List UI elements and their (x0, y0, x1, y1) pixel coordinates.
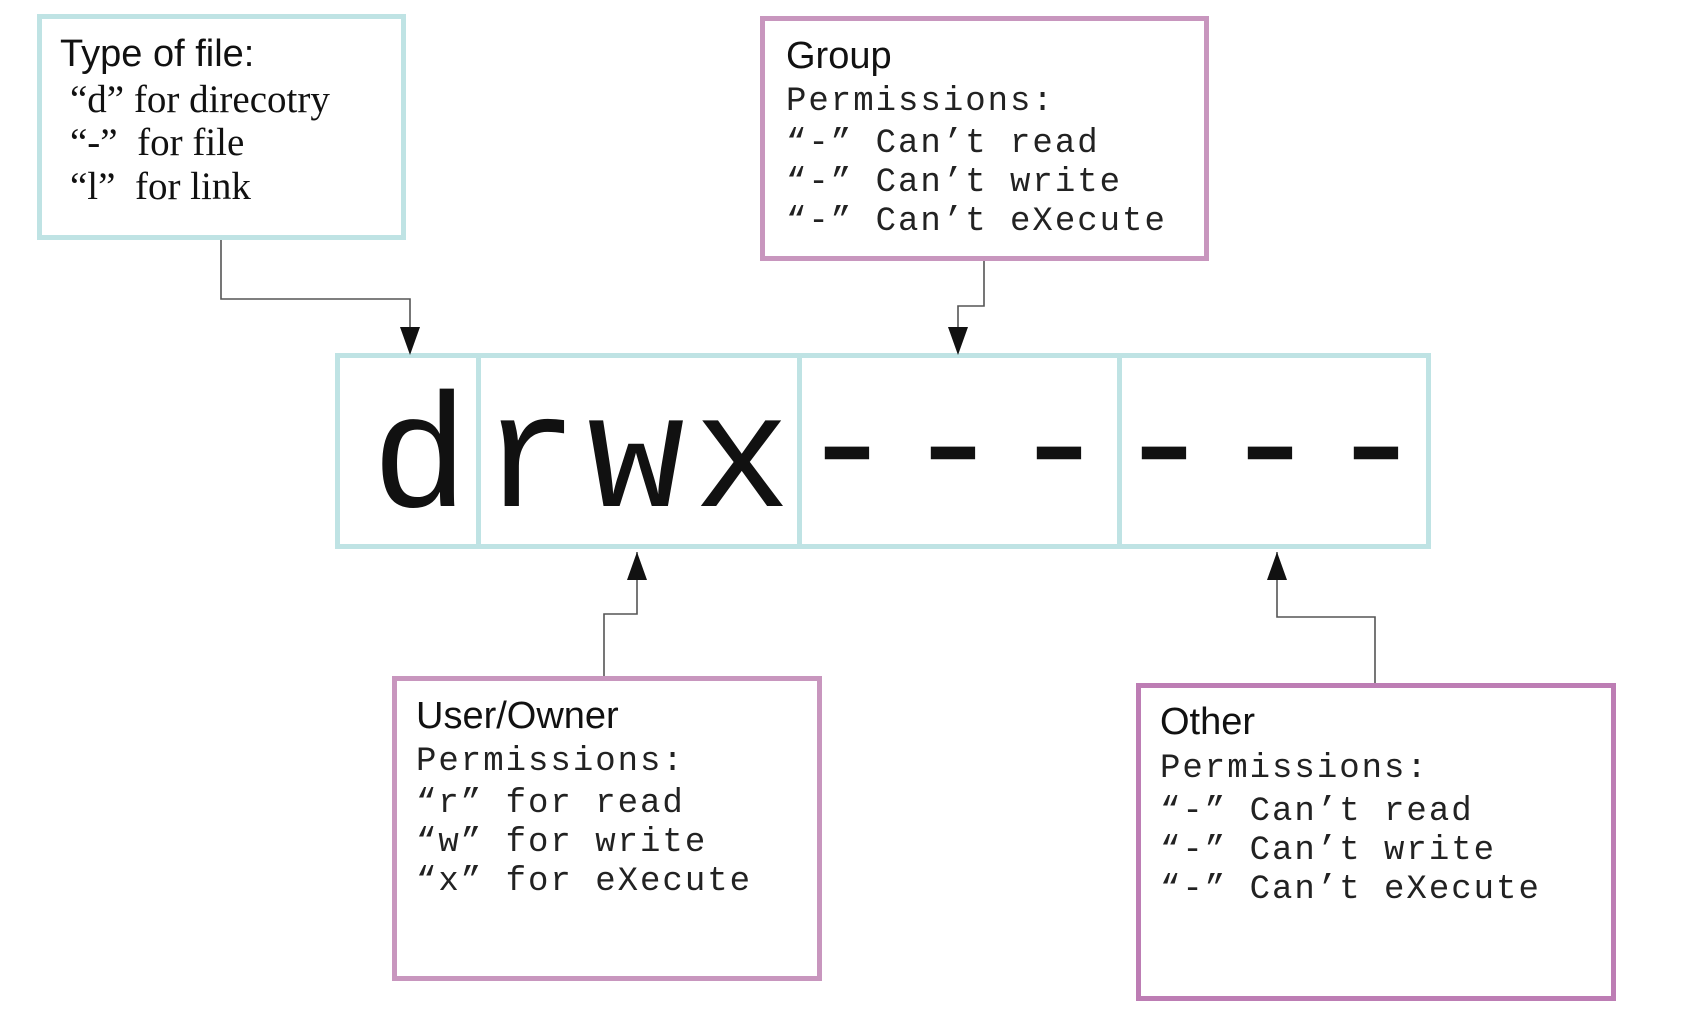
divider-group-other (1117, 358, 1122, 544)
permission-char-7: - (1115, 361, 1213, 545)
arrow-user-to-strip (603, 552, 638, 676)
other-line-execute: “-” Can’t eXecute (1160, 871, 1541, 909)
user-subtitle: Permissions: (416, 743, 685, 781)
user-permissions-box (392, 676, 822, 981)
file-type-box (37, 14, 406, 240)
file-type-title: Type of file: (60, 33, 255, 75)
group-title: Group (786, 35, 892, 77)
permission-char-4: - (798, 361, 896, 545)
user-line-read: “r” for read (416, 785, 685, 823)
group-subtitle: Permissions: (786, 83, 1055, 121)
permission-char-3: x (693, 371, 791, 555)
file-type-line-link: “l” for link (70, 165, 251, 208)
other-title: Other (1160, 701, 1256, 743)
arrowhead-other (1267, 552, 1287, 580)
arrow-other-to-strip (1276, 552, 1376, 683)
arrowhead-group (948, 327, 968, 355)
arrow-type-to-d (220, 240, 411, 352)
arrowhead-type (400, 327, 420, 355)
permission-char-1: r (481, 371, 579, 555)
other-subtitle: Permissions: (1160, 750, 1429, 788)
permission-string-strip (335, 353, 1431, 549)
user-title: User/Owner (416, 695, 619, 737)
user-line-write: “w” for write (416, 824, 708, 862)
file-type-line-directory: “d” for direcotry (70, 78, 330, 121)
group-line-read: “-” Can’t read (786, 125, 1100, 163)
permission-char-2: w (587, 371, 685, 555)
group-line-write: “-” Can’t write (786, 164, 1123, 202)
group-line-execute: “-” Can’t eXecute (786, 203, 1167, 241)
group-permissions-box (760, 16, 1209, 261)
divider-type-user (476, 358, 481, 544)
arrowhead-user (627, 552, 647, 580)
permission-char-5: - (904, 361, 1002, 545)
other-line-read: “-” Can’t read (1160, 793, 1474, 831)
user-line-execute: “x” for eXecute (416, 863, 753, 901)
permission-char-0: d (371, 371, 469, 555)
divider-user-group (797, 358, 802, 544)
permission-char-9: - (1327, 361, 1425, 545)
other-line-write: “-” Can’t write (1160, 832, 1497, 870)
permission-char-8: - (1221, 361, 1319, 545)
permission-char-6: - (1010, 361, 1108, 545)
other-permissions-box (1136, 683, 1616, 1001)
file-type-line-file: “-” for file (70, 121, 245, 164)
